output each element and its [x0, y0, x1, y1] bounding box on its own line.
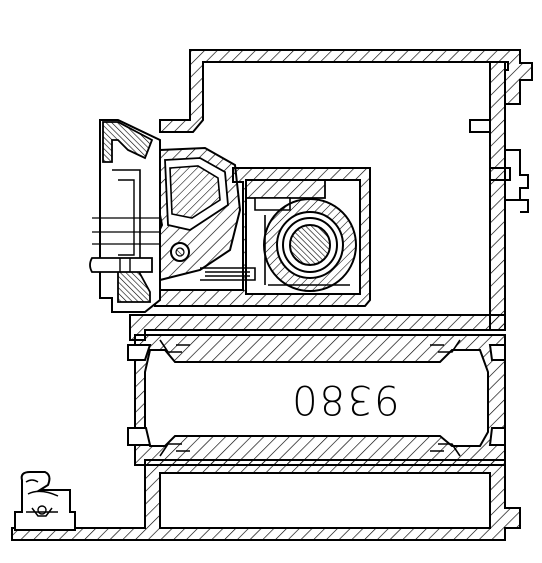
seal-gasket — [14, 471, 76, 531]
frame-lower-chamber — [11, 459, 521, 541]
part-number-label: 9380 — [290, 376, 400, 422]
sash-bracket — [89, 119, 161, 313]
frame-middle-chamber: 9380 — [127, 334, 506, 466]
frame-web-upper — [129, 314, 506, 341]
roller-assembly — [263, 198, 357, 292]
frame-upper-chamber — [159, 49, 533, 331]
locking-cam — [148, 146, 256, 282]
